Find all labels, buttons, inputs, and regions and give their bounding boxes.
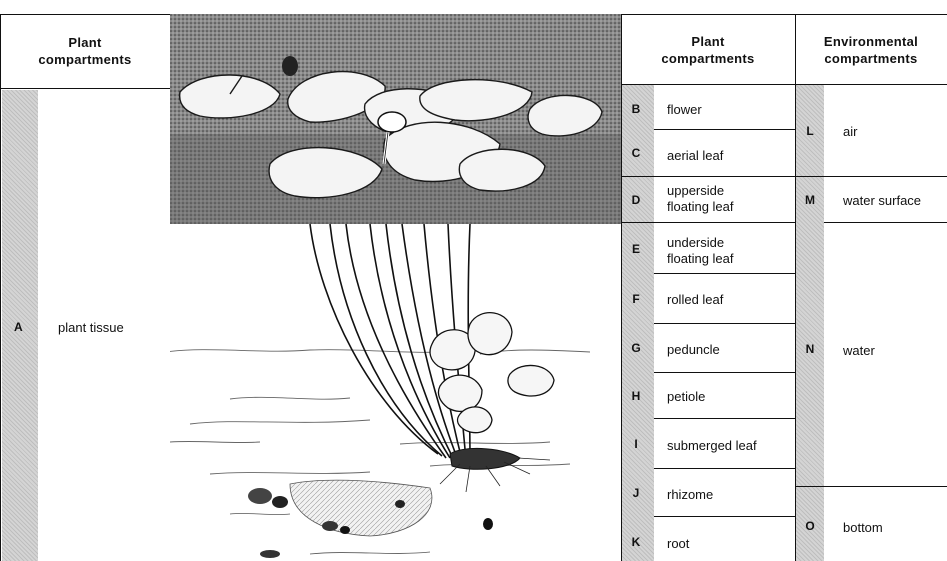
left-border — [0, 14, 1, 561]
env-row-divider — [796, 176, 947, 177]
left-header-text: Plant compartments — [38, 34, 131, 68]
left-header-divider — [0, 88, 170, 89]
plant-row-divider — [654, 372, 795, 373]
row-letter-e: E — [626, 242, 646, 256]
row-label-root: root — [667, 536, 689, 552]
row-letter-g: G — [626, 341, 646, 355]
row-label-upperside-floating-leaf: upperside floating leaf — [667, 183, 734, 215]
row-letter-n: N — [800, 342, 820, 356]
row-label-bottom: bottom — [843, 520, 883, 536]
plant-row-divider — [654, 129, 795, 130]
row-letter-b: B — [626, 102, 646, 116]
right-header-divider — [621, 84, 947, 85]
row-letter-a: A — [14, 320, 23, 334]
left-header: Plant compartments — [0, 20, 170, 82]
water-lily-illustration — [170, 14, 621, 561]
row-label-water-surface: water surface — [843, 193, 921, 209]
row-label-plant-tissue: plant tissue — [58, 320, 124, 336]
env-letter-stripe — [796, 85, 824, 561]
plant-row-divider — [654, 516, 795, 517]
row-label-petiole: petiole — [667, 389, 705, 405]
row-letter-f: F — [626, 292, 646, 306]
row-letter-l: L — [800, 124, 820, 138]
env-header-text: Environmental compartments — [824, 33, 918, 67]
plant-row-divider — [654, 468, 795, 469]
row-label-submerged-leaf: submerged leaf — [667, 438, 757, 454]
env-header: Environmental compartments — [795, 20, 947, 80]
row-letter-o: O — [800, 519, 820, 533]
plant-row-divider — [654, 273, 795, 274]
row-letter-h: H — [626, 389, 646, 403]
row-label-rolled-leaf: rolled leaf — [667, 292, 723, 308]
row-letter-c: C — [626, 146, 646, 160]
row-letter-j: J — [626, 486, 646, 500]
row-label-underside-floating-leaf: underside floating leaf — [667, 235, 734, 267]
row-label-water: water — [843, 343, 875, 359]
plant-header: Plant compartments — [621, 20, 795, 80]
plant-row-divider — [622, 222, 947, 223]
row-label-air: air — [843, 124, 857, 140]
row-letter-i: I — [626, 437, 646, 451]
plant-row-divider — [654, 418, 795, 419]
row-label-flower: flower — [667, 102, 702, 118]
row-letter-d: D — [626, 193, 646, 207]
row-label-aerial-leaf: aerial leaf — [667, 148, 723, 164]
plant-row-divider — [654, 323, 795, 324]
row-label-peduncle: peduncle — [667, 342, 720, 358]
row-letter-m: M — [800, 193, 820, 207]
env-row-divider — [796, 486, 947, 487]
plant-row-divider — [622, 176, 795, 177]
leaf-bud — [282, 56, 298, 76]
row-letter-k: K — [626, 535, 646, 549]
plant-header-text: Plant compartments — [661, 33, 754, 67]
row-label-rhizome: rhizome — [667, 487, 713, 503]
